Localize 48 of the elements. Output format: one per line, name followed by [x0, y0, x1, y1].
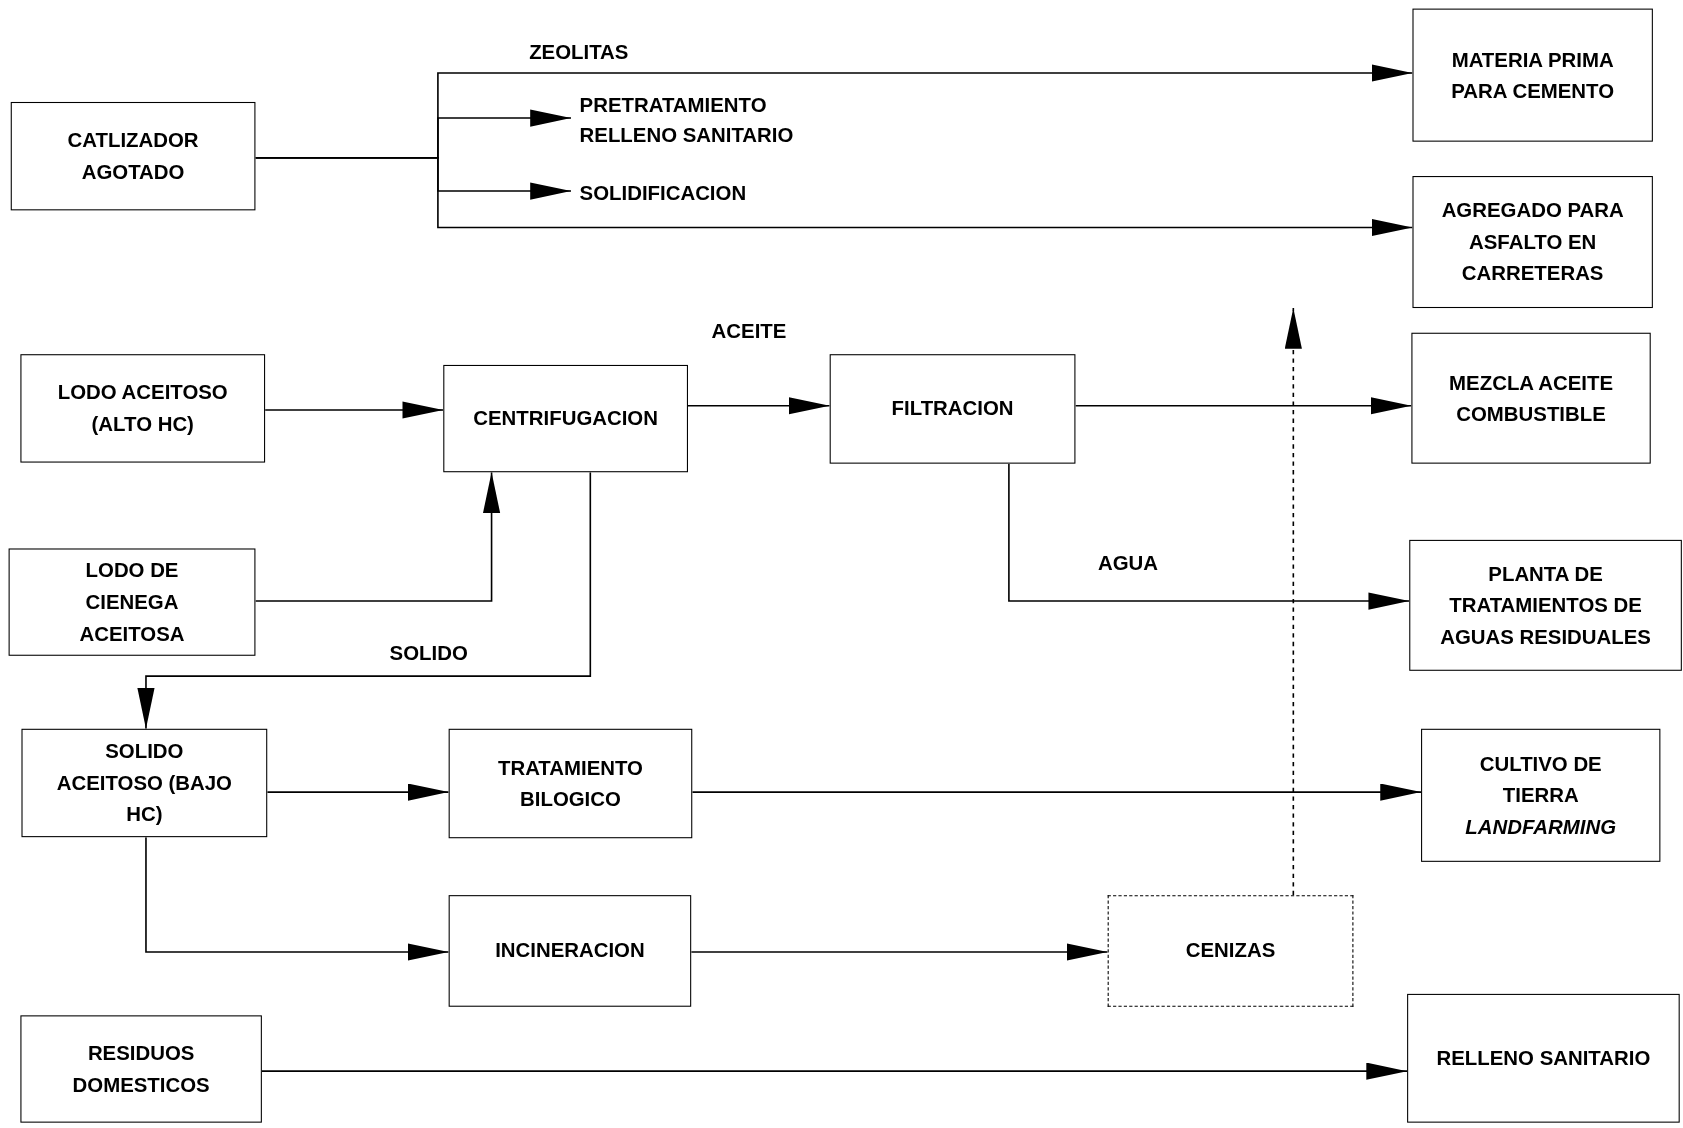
arrow: [264, 401, 445, 419]
arrow: [1074, 397, 1413, 415]
arrow: [254, 471, 501, 602]
box-label: CENTRIFUGACION: [473, 406, 658, 432]
process-box: [20, 354, 266, 463]
process-box: [829, 354, 1076, 464]
box-label: MEZCLA ACEITE COMBUSTIBLE: [1448, 369, 1614, 428]
process-label: SOLIDIFICACION: [579, 180, 747, 206]
process-box: [1407, 993, 1680, 1123]
process-box: [1421, 728, 1661, 862]
dashed-process-box: [1107, 895, 1354, 1007]
process-box: [1412, 8, 1653, 142]
box-label: RELLENO SANITARIO: [1436, 1045, 1651, 1072]
box-label: INCINERACION: [495, 938, 645, 964]
box-label: RESIDUOS DOMESTICOS: [71, 1040, 211, 1098]
box-label: FILTRACION: [891, 396, 1014, 422]
arrow: [137, 471, 592, 730]
arrow: [266, 783, 450, 801]
box-label: LODO ACEITOSO (ALTO HC): [56, 380, 229, 438]
box-label: LANDFARMING: [1465, 814, 1617, 840]
box-label: CATLIZADOR AGOTADO: [66, 127, 200, 185]
process-box: [443, 364, 688, 473]
process-label: PRETRATAMIENTO RELLENO SANITARIO: [579, 91, 795, 148]
dashed-arrow: [1284, 307, 1302, 896]
process-box: [1411, 332, 1651, 464]
box-label: MATERIA PRIMA PARA CEMENTO: [1450, 46, 1616, 104]
box-label: SOLIDO ACEITOSO (BAJO HC): [55, 738, 233, 828]
arrow: [690, 943, 1109, 961]
box-label: LODO DE CIENEGA ACEITOSA: [78, 558, 186, 647]
arrow: [254, 156, 1414, 237]
box-label: TRATAMIENTO BILOGICO: [496, 755, 644, 813]
process-box: [1412, 176, 1653, 309]
arrow: [145, 836, 450, 961]
process-box: [448, 895, 692, 1007]
box-label: PLANTA DE TRATAMIENTOS DE AGUAS RESIDUALES: [1439, 561, 1652, 650]
box-label: CENIZAS: [1185, 938, 1276, 964]
process-box: [21, 728, 268, 838]
box-label: CULTIVO DE TIERRA: [1478, 751, 1603, 809]
process-box: [1409, 539, 1682, 671]
process-box: [20, 1015, 262, 1123]
process-box: [448, 728, 693, 839]
arrow: [261, 1062, 1408, 1080]
process-box: [8, 548, 256, 656]
process-box: [10, 101, 256, 211]
box-label: AGREGADO PARA ASFALTO EN CARRETERAS: [1441, 197, 1624, 287]
arrow: [1008, 462, 1411, 610]
arrow: [691, 783, 1422, 801]
arrow: [687, 397, 831, 415]
